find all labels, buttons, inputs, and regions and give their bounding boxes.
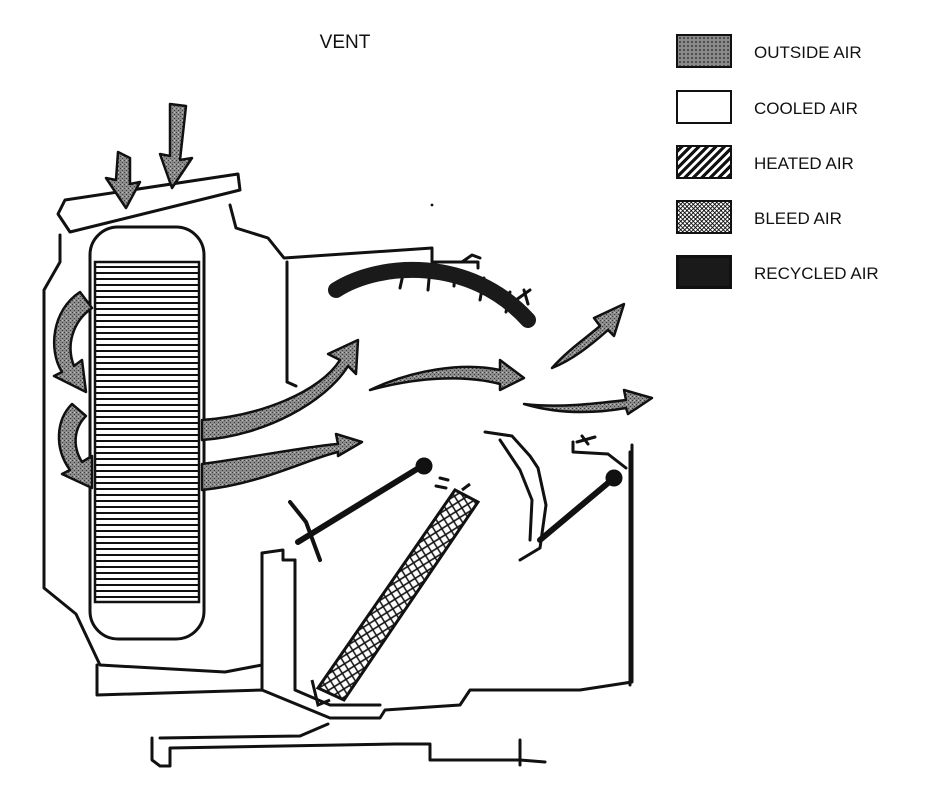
heated-air-swatch [676,145,732,179]
middle-duct-wall [483,430,548,562]
side-circulation-arrows [52,290,94,490]
legend-item-outside-air: OUTSIDE AIR [676,34,916,70]
legend-item-bleed-air: BLEED AIR [676,200,916,236]
heater-coil [310,482,481,708]
legend-item-recycled-air: RECYCLED AIR [676,255,916,291]
outside-air-swatch [676,34,732,68]
housing-outline [42,233,634,720]
blend-door-right [537,469,623,543]
legend-label: OUTSIDE AIR [754,43,862,62]
legend-label: COOLED AIR [754,99,858,118]
recycled-air-flap [328,261,536,328]
legend-label: HEATED AIR [754,154,854,173]
upper-housing [228,203,480,270]
lower-partition [260,551,382,707]
cooling-core [88,225,206,641]
diagram-title: VENT [319,32,371,53]
recycled-air-swatch [676,255,732,289]
right-door-frame [571,440,632,687]
outside-air-flow-arrows [200,302,654,492]
blend-door-left [288,457,450,562]
center-wall [285,260,298,388]
legend-item-cooled-air: COOLED AIR [676,90,916,126]
outside-air-inlet-arrows [104,102,194,210]
legend-label: RECYCLED AIR [754,264,879,283]
vent-lid [56,172,242,234]
legend-item-heated-air: HEATED AIR [676,145,916,181]
legend-label: BLEED AIR [754,209,842,228]
bottom-duct [150,736,547,768]
cooled-air-swatch [676,90,732,124]
bleed-air-swatch [676,200,732,234]
